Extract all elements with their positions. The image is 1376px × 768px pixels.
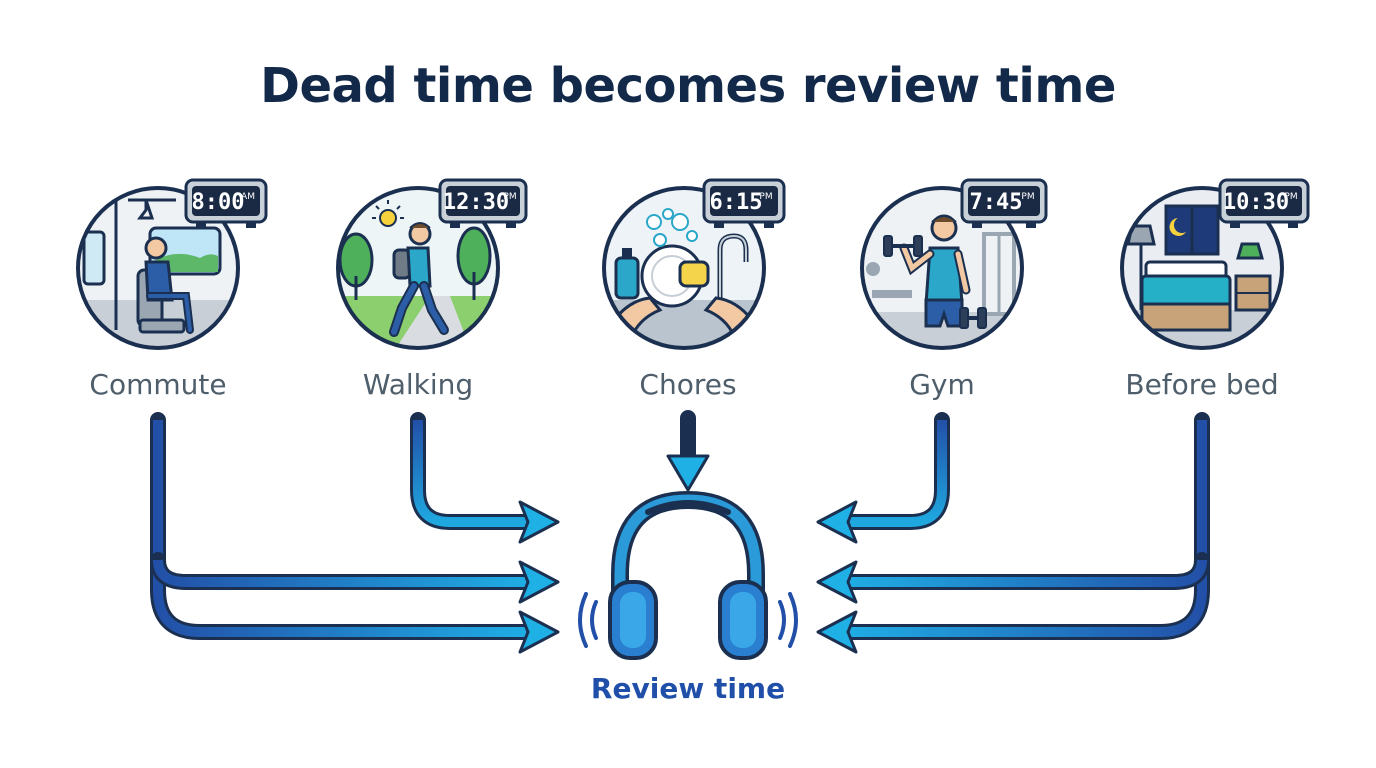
clock-commute: 8:00 AM	[184, 178, 268, 228]
clock-time: 6:15	[710, 190, 763, 215]
activity-chores: 6:15 PM Chores	[602, 178, 786, 401]
clock-period: PM	[503, 192, 516, 202]
clock-time: 10:30	[1223, 190, 1289, 215]
bedroom-icon	[1122, 188, 1282, 348]
headphones-icon	[608, 490, 768, 660]
diagram-title: Dead time becomes review time	[260, 58, 1116, 114]
hub-label: Review time	[591, 672, 785, 705]
activity-commute: 8:00 AM Commute	[76, 178, 268, 401]
activity-gym: 7:45 PM Gym	[860, 178, 1048, 401]
clock-time: 8:00	[192, 190, 245, 215]
activity-label-commute: Commute	[89, 368, 226, 401]
clock-time: 7:45	[970, 190, 1023, 215]
clock-gym: 7:45 PM	[960, 178, 1048, 228]
sound-waves-right-icon	[778, 592, 798, 648]
clock-walking: 12:30 PM	[438, 178, 528, 228]
clock-time: 12:30	[443, 190, 509, 215]
clock-period: PM	[1021, 192, 1034, 202]
arrows-group	[150, 410, 1210, 654]
activity-label-walking: Walking	[363, 368, 473, 401]
dumbbell-workout-icon	[862, 188, 1022, 348]
activity-label-gym: Gym	[909, 368, 975, 401]
activity-label-before-bed: Before bed	[1125, 368, 1278, 401]
clock-period: PM	[759, 192, 772, 202]
activity-before-bed: 10:30 PM Before bed	[1120, 178, 1310, 401]
clock-period: PM	[1284, 192, 1297, 202]
clock-chores: 6:15 PM	[702, 178, 786, 228]
clock-before-bed: 10:30 PM	[1218, 178, 1310, 228]
sound-waves-left-icon	[578, 592, 598, 648]
activity-label-chores: Chores	[639, 368, 736, 401]
activity-walking: 12:30 PM Walking	[336, 178, 528, 401]
clock-period: AM	[241, 192, 255, 202]
